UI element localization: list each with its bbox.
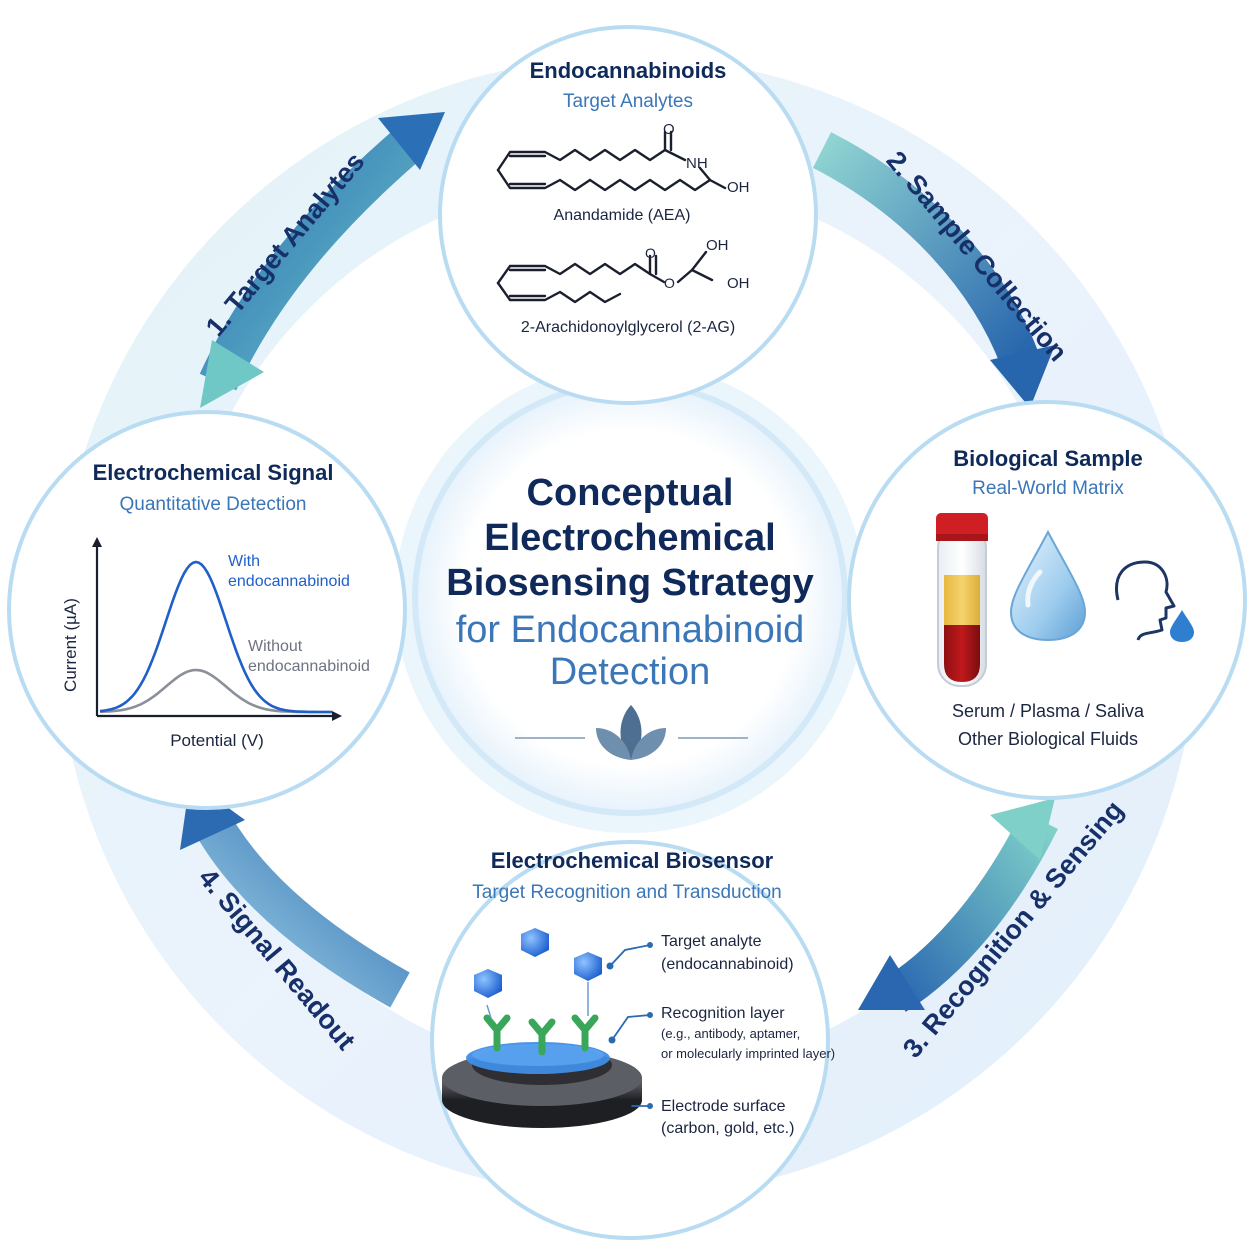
legend-with-line1: With — [228, 553, 260, 570]
water-drop-icon — [1009, 529, 1087, 642]
2ag-structure — [496, 250, 714, 304]
right-node-line1: Serum / Plasma / Saliva — [952, 701, 1145, 721]
right-node-subtitle: Real-World Matrix — [972, 478, 1124, 499]
2ag-atom-oh-1: OH — [706, 237, 729, 254]
voltammogram-chart — [92, 537, 342, 721]
center-title-line2: Electrochemical — [484, 517, 775, 559]
right-node-line2: Other Biological Fluids — [958, 729, 1138, 749]
label-recognition-line1: Recognition layer — [661, 1005, 785, 1022]
arrow-step3 — [858, 798, 1058, 1012]
leader-recognition — [611, 1014, 651, 1041]
left-node-subtitle: Quantitative Detection — [120, 494, 307, 515]
electrode-illustration — [442, 928, 653, 1128]
legend-without-line1: Without — [248, 638, 303, 655]
aea-label: Anandamide (AEA) — [554, 207, 691, 224]
label-target-line2: (endocannabinoid) — [661, 956, 794, 973]
2ag-atom-o-ester: O — [664, 275, 675, 291]
leaf-icon — [515, 705, 748, 760]
aea-atom-nh: NH — [686, 155, 708, 172]
center-title-line3: Biosensing Strategy — [446, 562, 813, 604]
label-target-line1: Target analyte — [661, 933, 762, 950]
center-title-line5: Detection — [550, 651, 711, 693]
2ag-atom-oh-2: OH — [727, 275, 750, 292]
center-title-line4: for Endocannabinoid — [456, 609, 805, 651]
chart-ylabel: Current (µA) — [61, 598, 80, 692]
center-title-line1: Conceptual — [527, 472, 734, 514]
aea-structure — [496, 130, 727, 192]
bottom-node-title: Electrochemical Biosensor — [491, 848, 774, 873]
chart-xlabel: Potential (V) — [170, 731, 264, 750]
arrow-step2 — [812, 132, 1055, 408]
aea-atom-o: O — [663, 121, 675, 138]
x-axis-arrowhead — [332, 711, 342, 721]
left-node-title: Electrochemical Signal — [93, 460, 334, 485]
analyte-molecule-1 — [474, 969, 502, 998]
legend-with-line2: endocannabinoid — [228, 573, 350, 590]
series-with-endocannabinoid — [99, 560, 332, 714]
right-node-title: Biological Sample — [953, 446, 1143, 471]
antibody-receptors — [483, 1014, 599, 1056]
top-node-title: Endocannabinoids — [530, 58, 727, 83]
analyte-molecule-3 — [574, 952, 602, 981]
y-axis-arrowhead — [92, 537, 102, 547]
aea-atom-oh: OH — [727, 179, 750, 196]
label-recognition-line3: or molecularly imprinted layer) — [661, 1046, 835, 1061]
label-recognition-line2: (e.g., antibody, aptamer, — [661, 1026, 800, 1041]
arrow-step1 — [199, 112, 445, 408]
2ag-label: 2-Arachidonoylglycerol (2-AG) — [521, 319, 735, 336]
leader-target — [609, 944, 651, 967]
blood-tube-icon — [936, 513, 988, 687]
top-node-subtitle: Target Analytes — [563, 91, 693, 112]
label-electrode-line1: Electrode surface — [661, 1098, 786, 1115]
bottom-node-subtitle: Target Recognition and Transduction — [472, 882, 781, 903]
label-electrode-line2: (carbon, gold, etc.) — [661, 1120, 794, 1137]
2ag-atom-o-carbonyl: O — [645, 245, 656, 261]
top-node-circle — [438, 25, 818, 405]
legend-without-line2: endocannabinoid — [248, 658, 370, 675]
saliva-face-icon — [1115, 560, 1194, 642]
analyte-molecule-2 — [521, 928, 549, 957]
